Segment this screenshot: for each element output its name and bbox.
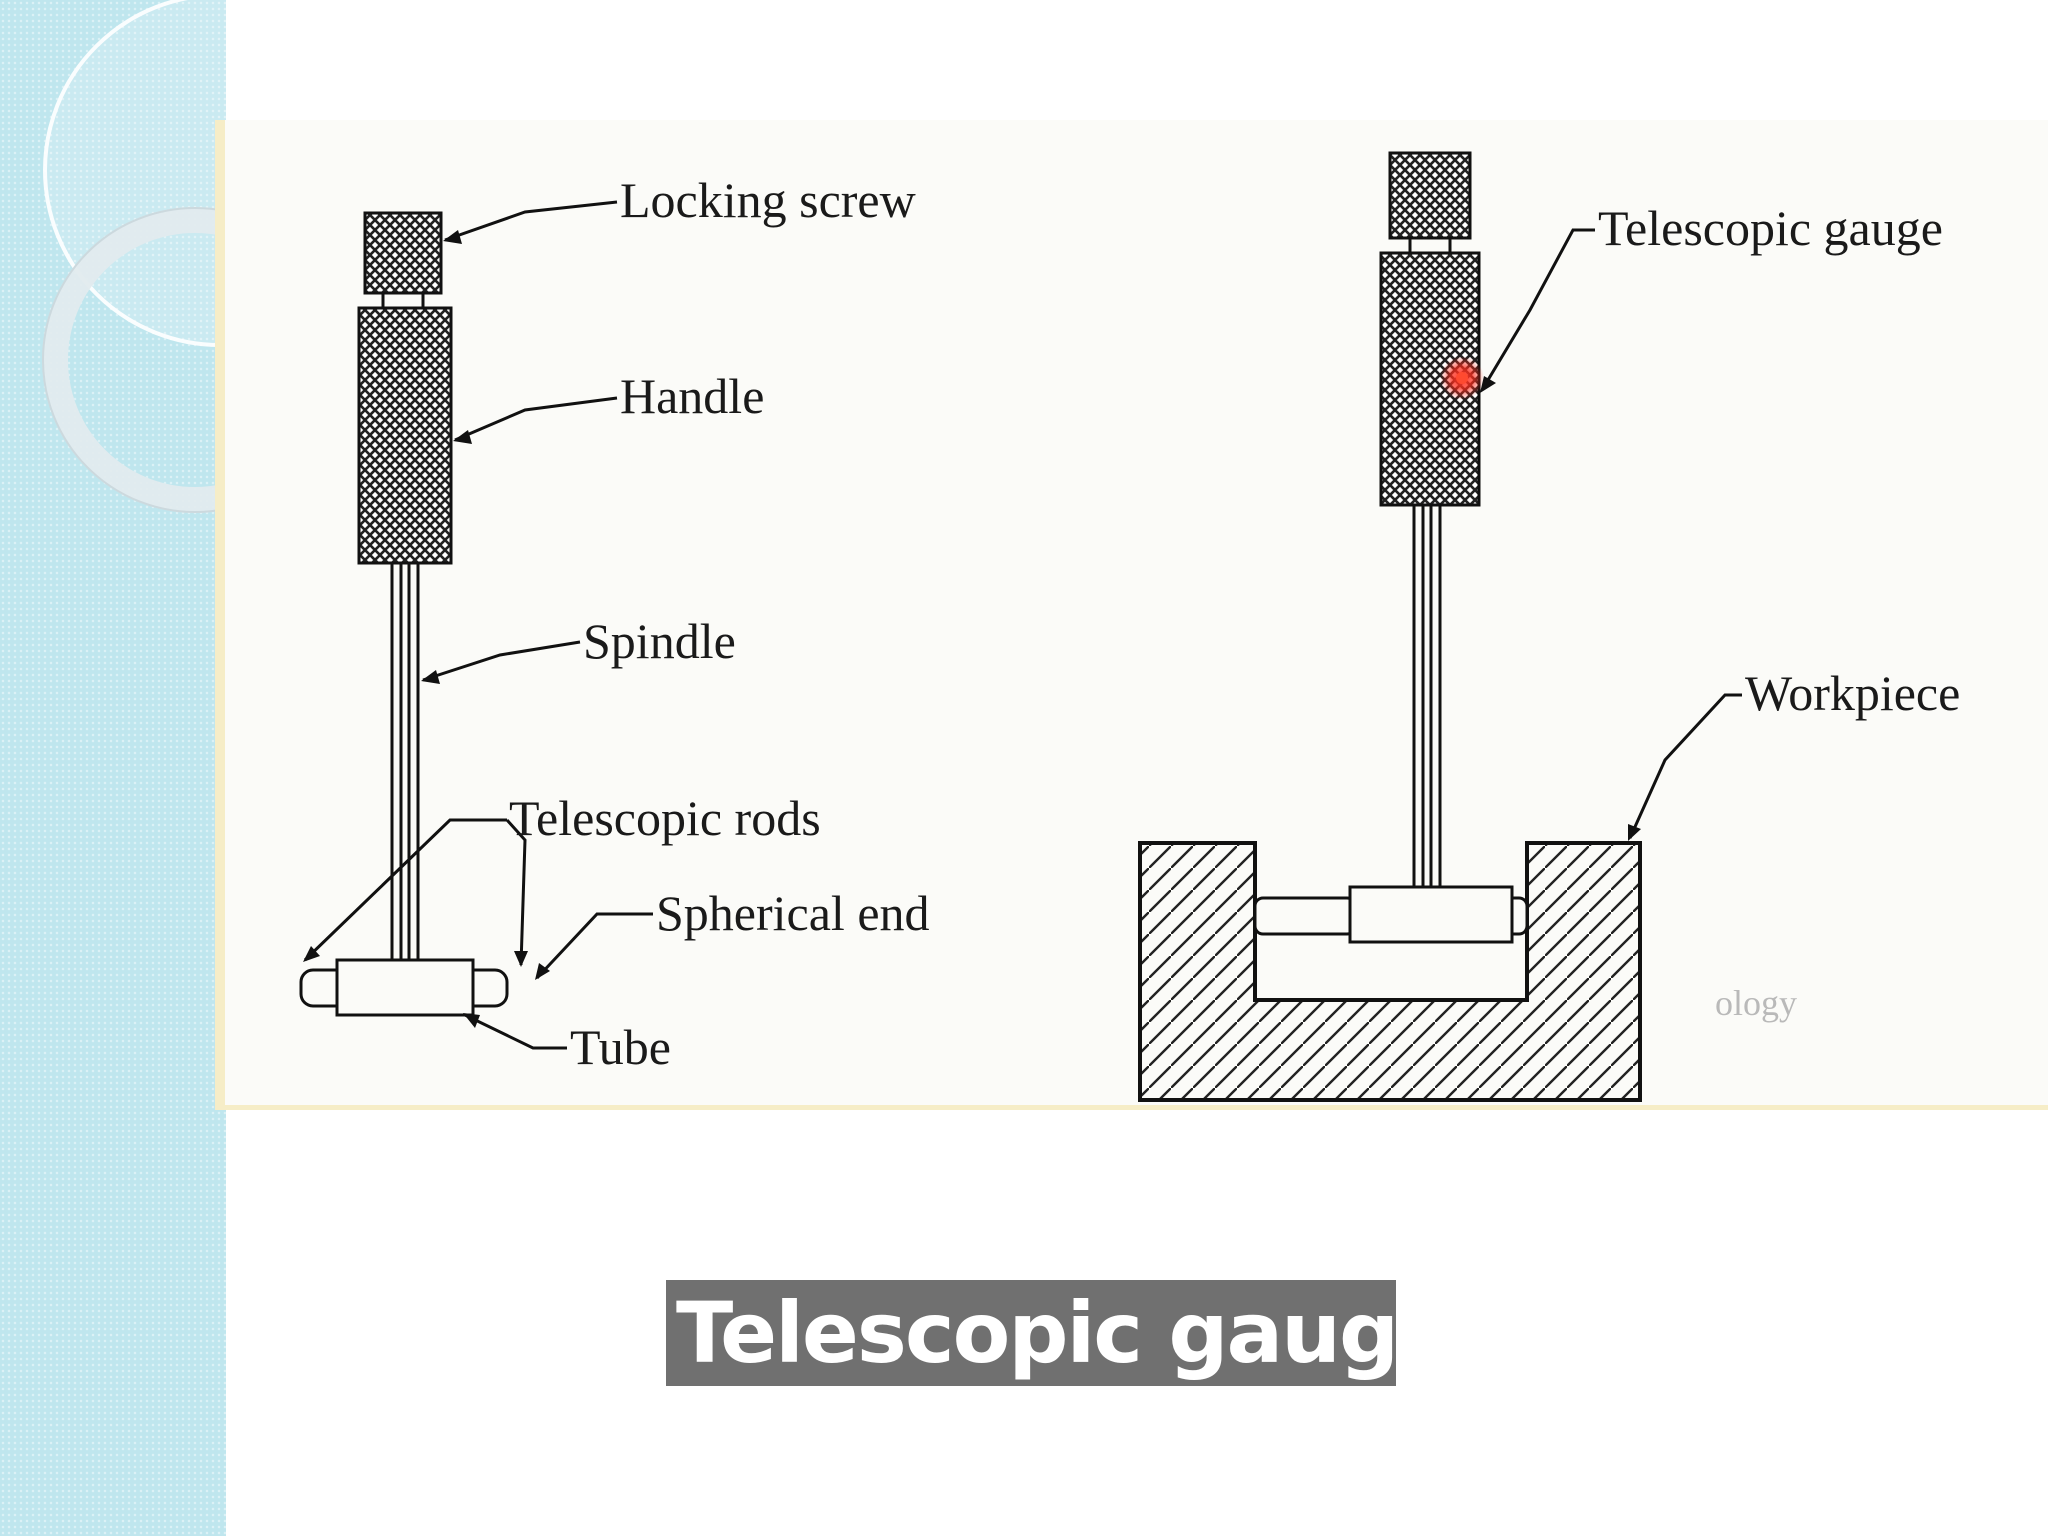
slide-sidebar-decoration bbox=[0, 0, 226, 1536]
right-rod-left-part bbox=[1253, 896, 1357, 936]
handle-part bbox=[357, 306, 453, 565]
right-gauge bbox=[1253, 151, 1529, 944]
label-telescopic-gauge: Telescopic gauge bbox=[1598, 200, 1943, 256]
right-locking-screw-part bbox=[1388, 151, 1472, 240]
diagram-figure: Locking screw Handle Spindle Telescopic … bbox=[215, 120, 2048, 1110]
right-leader-lines bbox=[1480, 228, 1742, 839]
right-arrowheads bbox=[1480, 376, 1641, 841]
left-arrowheads bbox=[303, 230, 550, 1028]
right-spindle-part bbox=[1412, 505, 1442, 887]
telescopic-gauge-diagram: Locking screw Handle Spindle Telescopic … bbox=[299, 151, 1960, 1102]
left-gauge bbox=[299, 211, 509, 1017]
label-workpiece: Workpiece bbox=[1745, 665, 1960, 721]
left-leader-lines bbox=[303, 200, 653, 1050]
label-tube: Tube bbox=[570, 1019, 671, 1075]
label-locking-screw: Locking screw bbox=[620, 172, 916, 228]
label-spindle: Spindle bbox=[583, 613, 736, 669]
workpiece-part bbox=[1138, 841, 1642, 1102]
label-telescopic-rods: Telescopic rods bbox=[509, 790, 821, 846]
locking-screw-part bbox=[363, 211, 443, 295]
watermark-text: ology bbox=[1715, 983, 1797, 1023]
right-tube-part bbox=[1348, 885, 1514, 944]
spindle-part bbox=[390, 563, 420, 960]
slide-caption: Telescopic gauge bbox=[666, 1280, 1396, 1386]
right-screw-neck-part bbox=[1408, 236, 1452, 255]
label-spherical-end: Spherical end bbox=[656, 885, 930, 941]
tube-part bbox=[335, 958, 475, 1017]
screw-neck-part bbox=[381, 291, 425, 310]
decorative-rings bbox=[42, 0, 226, 513]
label-handle: Handle bbox=[620, 368, 764, 424]
